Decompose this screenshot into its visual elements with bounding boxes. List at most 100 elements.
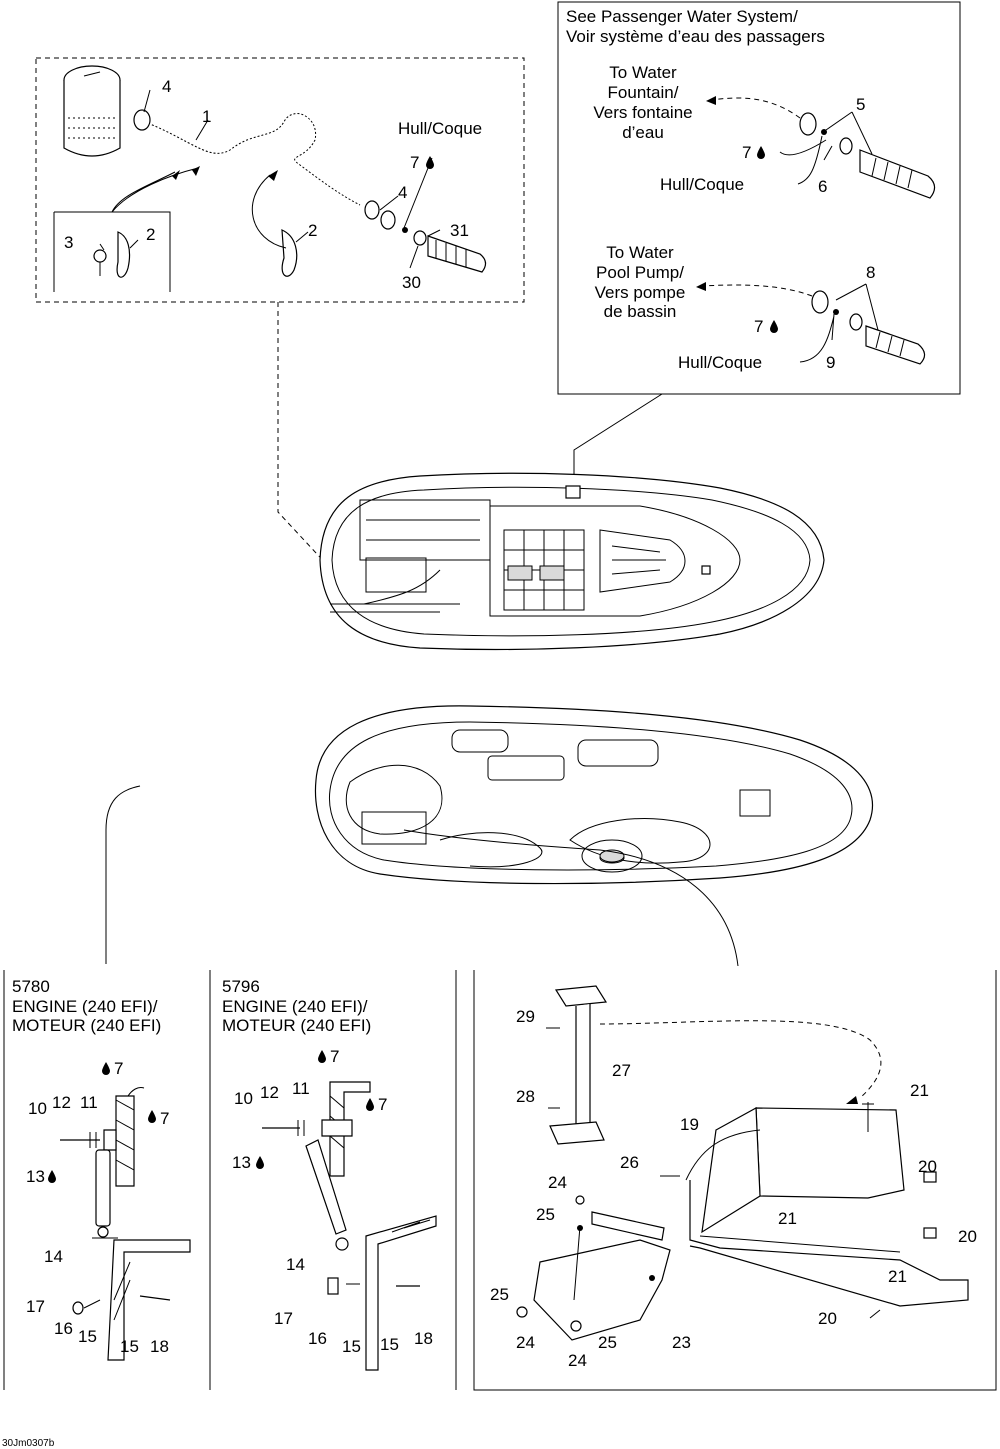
callout-12a: 12 [52, 1093, 71, 1112]
callout-21a: 21 [910, 1081, 929, 1100]
drop-icon [757, 146, 765, 159]
callout-15b: 15 [120, 1337, 139, 1356]
callout-18a: 18 [150, 1337, 169, 1356]
pool-pump-label-3: Vers pompe [595, 283, 686, 302]
callout-7b: 7 [742, 143, 751, 162]
fountain-label-4: d’eau [622, 123, 664, 142]
callout-6: 6 [818, 177, 827, 196]
water-system-title-2: Voir système d’eau des passagers [566, 27, 825, 46]
bilge-pump [63, 65, 121, 157]
callout-14b: 14 [286, 1255, 305, 1274]
callout-29: 29 [516, 1007, 535, 1026]
callout-2b: 2 [308, 221, 317, 240]
fitting-washer [380, 210, 396, 230]
hull-coque-label-bilge: Hull/Coque [398, 119, 482, 138]
callout-7a: 7 [410, 153, 419, 172]
engine-5780-title-2: MOTEUR (240 EFI) [12, 1016, 161, 1035]
callout-24a: 24 [548, 1173, 567, 1192]
drop-icon [256, 1156, 264, 1169]
drop-icon [48, 1170, 56, 1183]
fountain-label-3: Vers fontaine [593, 103, 692, 122]
engine-5796-title-1: ENGINE (240 EFI)/ [222, 997, 368, 1016]
callout-16a: 16 [54, 1319, 73, 1338]
callout-20a: 20 [918, 1157, 937, 1176]
callout-26: 26 [620, 1153, 639, 1172]
callout-10a: 10 [28, 1099, 47, 1118]
drop-icon [770, 320, 778, 333]
hull-deck-view [314, 705, 874, 885]
callout-15c: 15 [342, 1337, 361, 1356]
tie-wrap-2 [281, 229, 298, 277]
callout-16b: 16 [308, 1329, 327, 1348]
hull-coque-label-pump: Hull/Coque [678, 353, 762, 372]
callout-18b: 18 [414, 1329, 433, 1348]
engine-5796-title-2: MOTEUR (240 EFI) [222, 1016, 371, 1035]
tie-wrap [116, 231, 131, 278]
drop-icon [366, 1098, 374, 1111]
callout-11a: 11 [80, 1093, 98, 1112]
callout-7e: 7 [160, 1109, 169, 1128]
callout-20c: 20 [818, 1309, 837, 1328]
callout-24b: 24 [516, 1333, 535, 1352]
engine-5780-assembly [60, 1087, 191, 1361]
callout-25c: 25 [598, 1333, 617, 1352]
figure-id: 30Jm0307b [2, 1438, 55, 1449]
callout-7f: 7 [330, 1047, 339, 1066]
callout-27: 27 [612, 1061, 631, 1080]
callout-30: 30 [402, 273, 421, 292]
bilge-pump-panel [35, 57, 525, 303]
callout-4a: 4 [162, 77, 171, 96]
callout-25a: 25 [536, 1205, 555, 1224]
pool-pump-label-4: de bassin [604, 302, 677, 321]
engine-5796-assembly [262, 1081, 437, 1371]
callout-14a: 14 [44, 1247, 63, 1266]
callout-13a: 13 [26, 1167, 45, 1186]
callout-23: 23 [672, 1333, 691, 1352]
screw [93, 249, 107, 276]
engine-5780-title-1: ENGINE (240 EFI)/ [12, 997, 158, 1016]
callout-3: 3 [64, 233, 73, 252]
water-system-panel [557, 1, 961, 395]
callout-20b: 20 [958, 1227, 977, 1246]
callout-15d: 15 [380, 1335, 399, 1354]
callout-11b: 11 [292, 1079, 310, 1098]
hull-coque-label-fountain: Hull/Coque [660, 175, 744, 194]
drop-icon [426, 156, 434, 169]
callout-4b: 4 [398, 183, 407, 202]
callout-7g: 7 [378, 1095, 387, 1114]
callout-2a: 2 [146, 225, 155, 244]
callout-7d: 7 [114, 1059, 123, 1078]
callout-17b: 17 [274, 1309, 293, 1328]
drop-icon [318, 1050, 326, 1063]
pool-pump-label-1: To Water [606, 243, 674, 262]
callout-21b: 21 [778, 1209, 797, 1228]
callout-31: 31 [450, 221, 469, 240]
callout-9: 9 [826, 353, 835, 372]
callout-24c: 24 [568, 1351, 587, 1370]
outlet-fitting [427, 235, 487, 273]
engine-5780-code: 5780 [12, 977, 50, 996]
callout-5: 5 [856, 95, 865, 114]
callout-17a: 17 [26, 1297, 45, 1316]
callout-12b: 12 [260, 1083, 279, 1102]
callout-1: 1 [202, 107, 211, 126]
engine-5796-code: 5796 [222, 977, 260, 996]
callout-21c: 21 [888, 1267, 907, 1286]
drop-icon [102, 1062, 110, 1075]
callout-8: 8 [866, 263, 875, 282]
callout-19: 19 [680, 1115, 699, 1134]
drop-icon [148, 1110, 156, 1123]
callout-13b: 13 [232, 1153, 251, 1172]
hose-clamp [133, 109, 151, 131]
hull-top-view [319, 472, 825, 651]
pool-pump-label-2: Pool Pump/ [596, 263, 684, 282]
callout-15a: 15 [78, 1327, 97, 1346]
deck-grid [503, 529, 585, 611]
callout-10b: 10 [234, 1089, 253, 1108]
fountain-label-2: Fountain/ [608, 83, 679, 102]
callout-25b: 25 [490, 1285, 509, 1304]
callout-7c: 7 [754, 317, 763, 336]
callout-28: 28 [516, 1087, 535, 1106]
